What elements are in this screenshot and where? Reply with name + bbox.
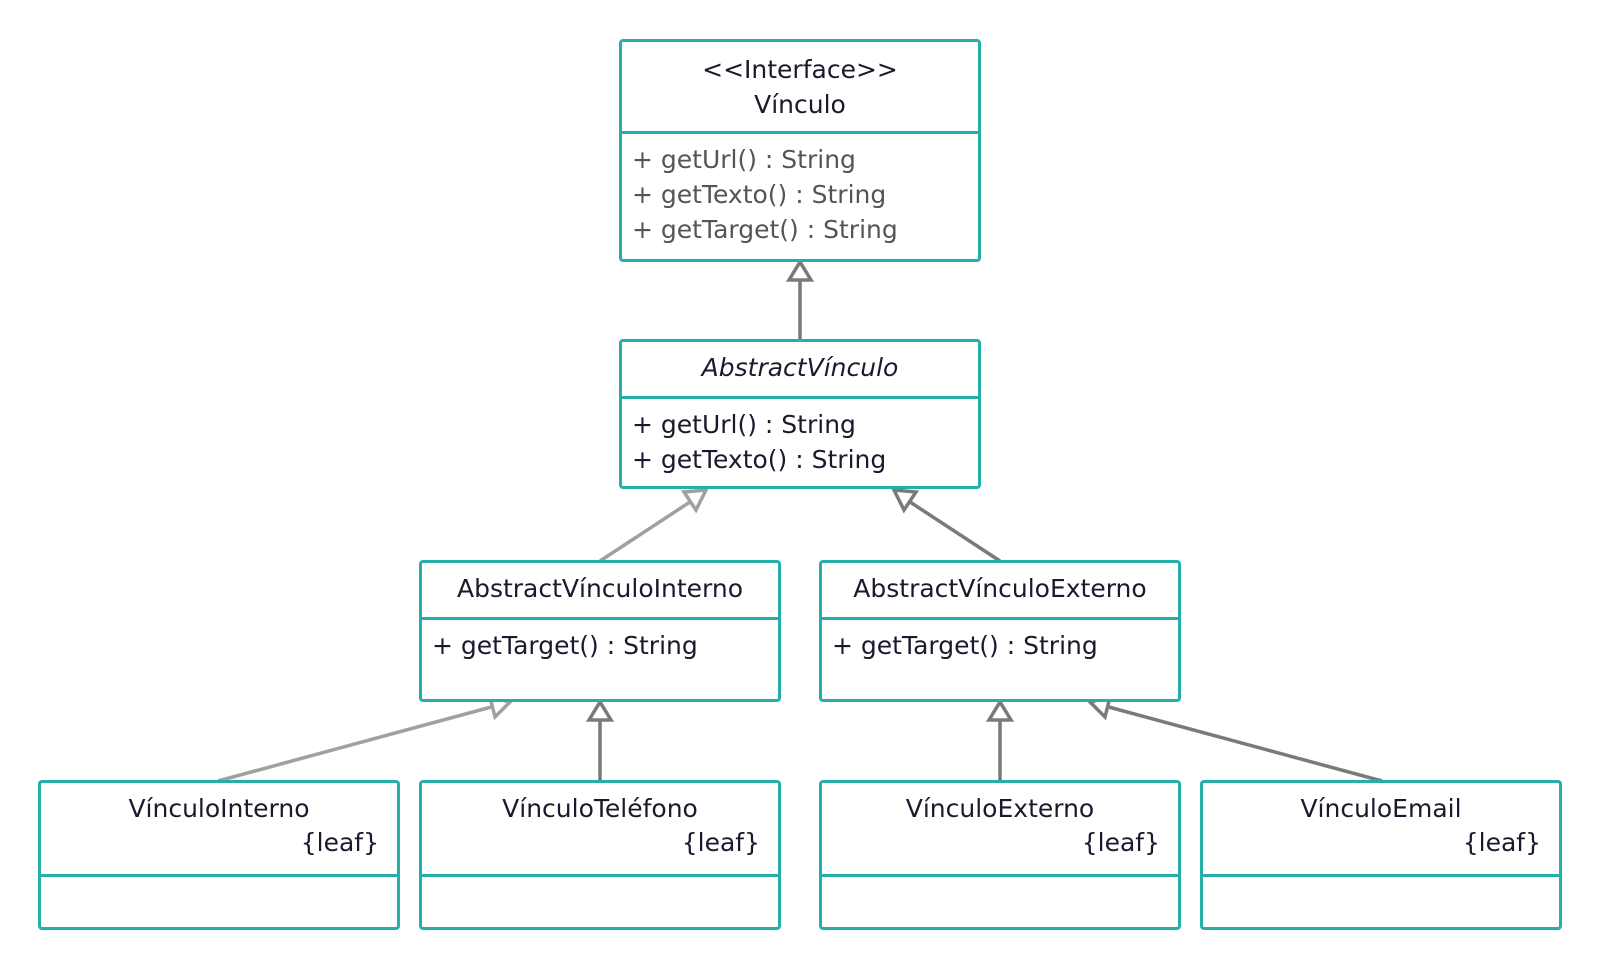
class-header: AbstractVínculo <box>622 342 978 399</box>
class-header: <<Interface>> Vínculo <box>622 42 978 134</box>
class-header: VínculoExterno {leaf} <box>822 783 1178 877</box>
leaf-tag: {leaf} <box>1081 828 1160 857</box>
class-vinculo-telefono[interactable]: VínculoTeléfono {leaf} <box>419 780 781 930</box>
operations-list: + getTarget() : String <box>822 620 1178 671</box>
arrow-abstract-to-interface <box>785 258 815 340</box>
class-header: AbstractVínculoExterno <box>822 563 1178 620</box>
class-name: Vínculo <box>754 90 846 119</box>
class-name: VínculoInterno <box>128 794 310 823</box>
operation: + getUrl() : String <box>632 410 856 439</box>
class-name: AbstractVínculo <box>701 353 899 382</box>
arrow-externo-to-abstract <box>891 487 1001 563</box>
operations-list: + getUrl() : String + getTexto() : Strin… <box>622 399 978 485</box>
arrow-telefono-to-abstractinterno <box>585 698 615 781</box>
arrow-vinculointerno-to-abstractinterno <box>217 694 514 783</box>
class-vinculo-interno[interactable]: VínculoInterno {leaf} <box>38 780 400 930</box>
arrow-email-to-abstractexterno <box>1086 694 1383 783</box>
class-abstract-vinculo-interno[interactable]: AbstractVínculoInterno + getTarget() : S… <box>419 560 781 702</box>
class-name: AbstractVínculoExterno <box>853 574 1147 603</box>
leaf-tag: {leaf} <box>1462 828 1541 857</box>
leaf-tag: {leaf} <box>300 828 379 857</box>
stereotype-label: <<Interface>> <box>702 55 898 84</box>
arrow-interno-to-abstract <box>599 487 709 563</box>
operation: + getTexto() : String <box>632 180 887 209</box>
operation: + getTarget() : String <box>432 631 698 660</box>
class-name: VínculoTeléfono <box>502 794 698 823</box>
operation: + getTarget() : String <box>832 631 1098 660</box>
operation: + getTarget() : String <box>632 215 898 244</box>
class-vinculo-email[interactable]: VínculoEmail {leaf} <box>1200 780 1562 930</box>
arrow-vinculoexterno-to-abstractexterno <box>985 698 1015 781</box>
class-name: VínculoEmail <box>1300 794 1462 823</box>
class-vinculo-externo[interactable]: VínculoExterno {leaf} <box>819 780 1181 930</box>
class-header: VínculoInterno {leaf} <box>41 783 397 877</box>
class-abstract-vinculo-externo[interactable]: AbstractVínculoExterno + getTarget() : S… <box>819 560 1181 702</box>
class-header: VínculoTeléfono {leaf} <box>422 783 778 877</box>
leaf-tag: {leaf} <box>681 828 760 857</box>
class-name: AbstractVínculoInterno <box>456 574 744 603</box>
class-header: AbstractVínculoInterno <box>422 563 778 620</box>
operations-list: + getTarget() : String <box>422 620 778 671</box>
operations-list: + getUrl() : String + getTexto() : Strin… <box>622 134 978 255</box>
class-header: VínculoEmail {leaf} <box>1203 783 1559 877</box>
class-vinculo[interactable]: <<Interface>> Vínculo + getUrl() : Strin… <box>619 39 981 262</box>
operation: + getUrl() : String <box>632 145 856 174</box>
operation: + getTexto() : String <box>632 445 887 474</box>
class-abstract-vinculo[interactable]: AbstractVínculo + getUrl() : String + ge… <box>619 339 981 489</box>
class-name: VínculoExterno <box>905 794 1095 823</box>
